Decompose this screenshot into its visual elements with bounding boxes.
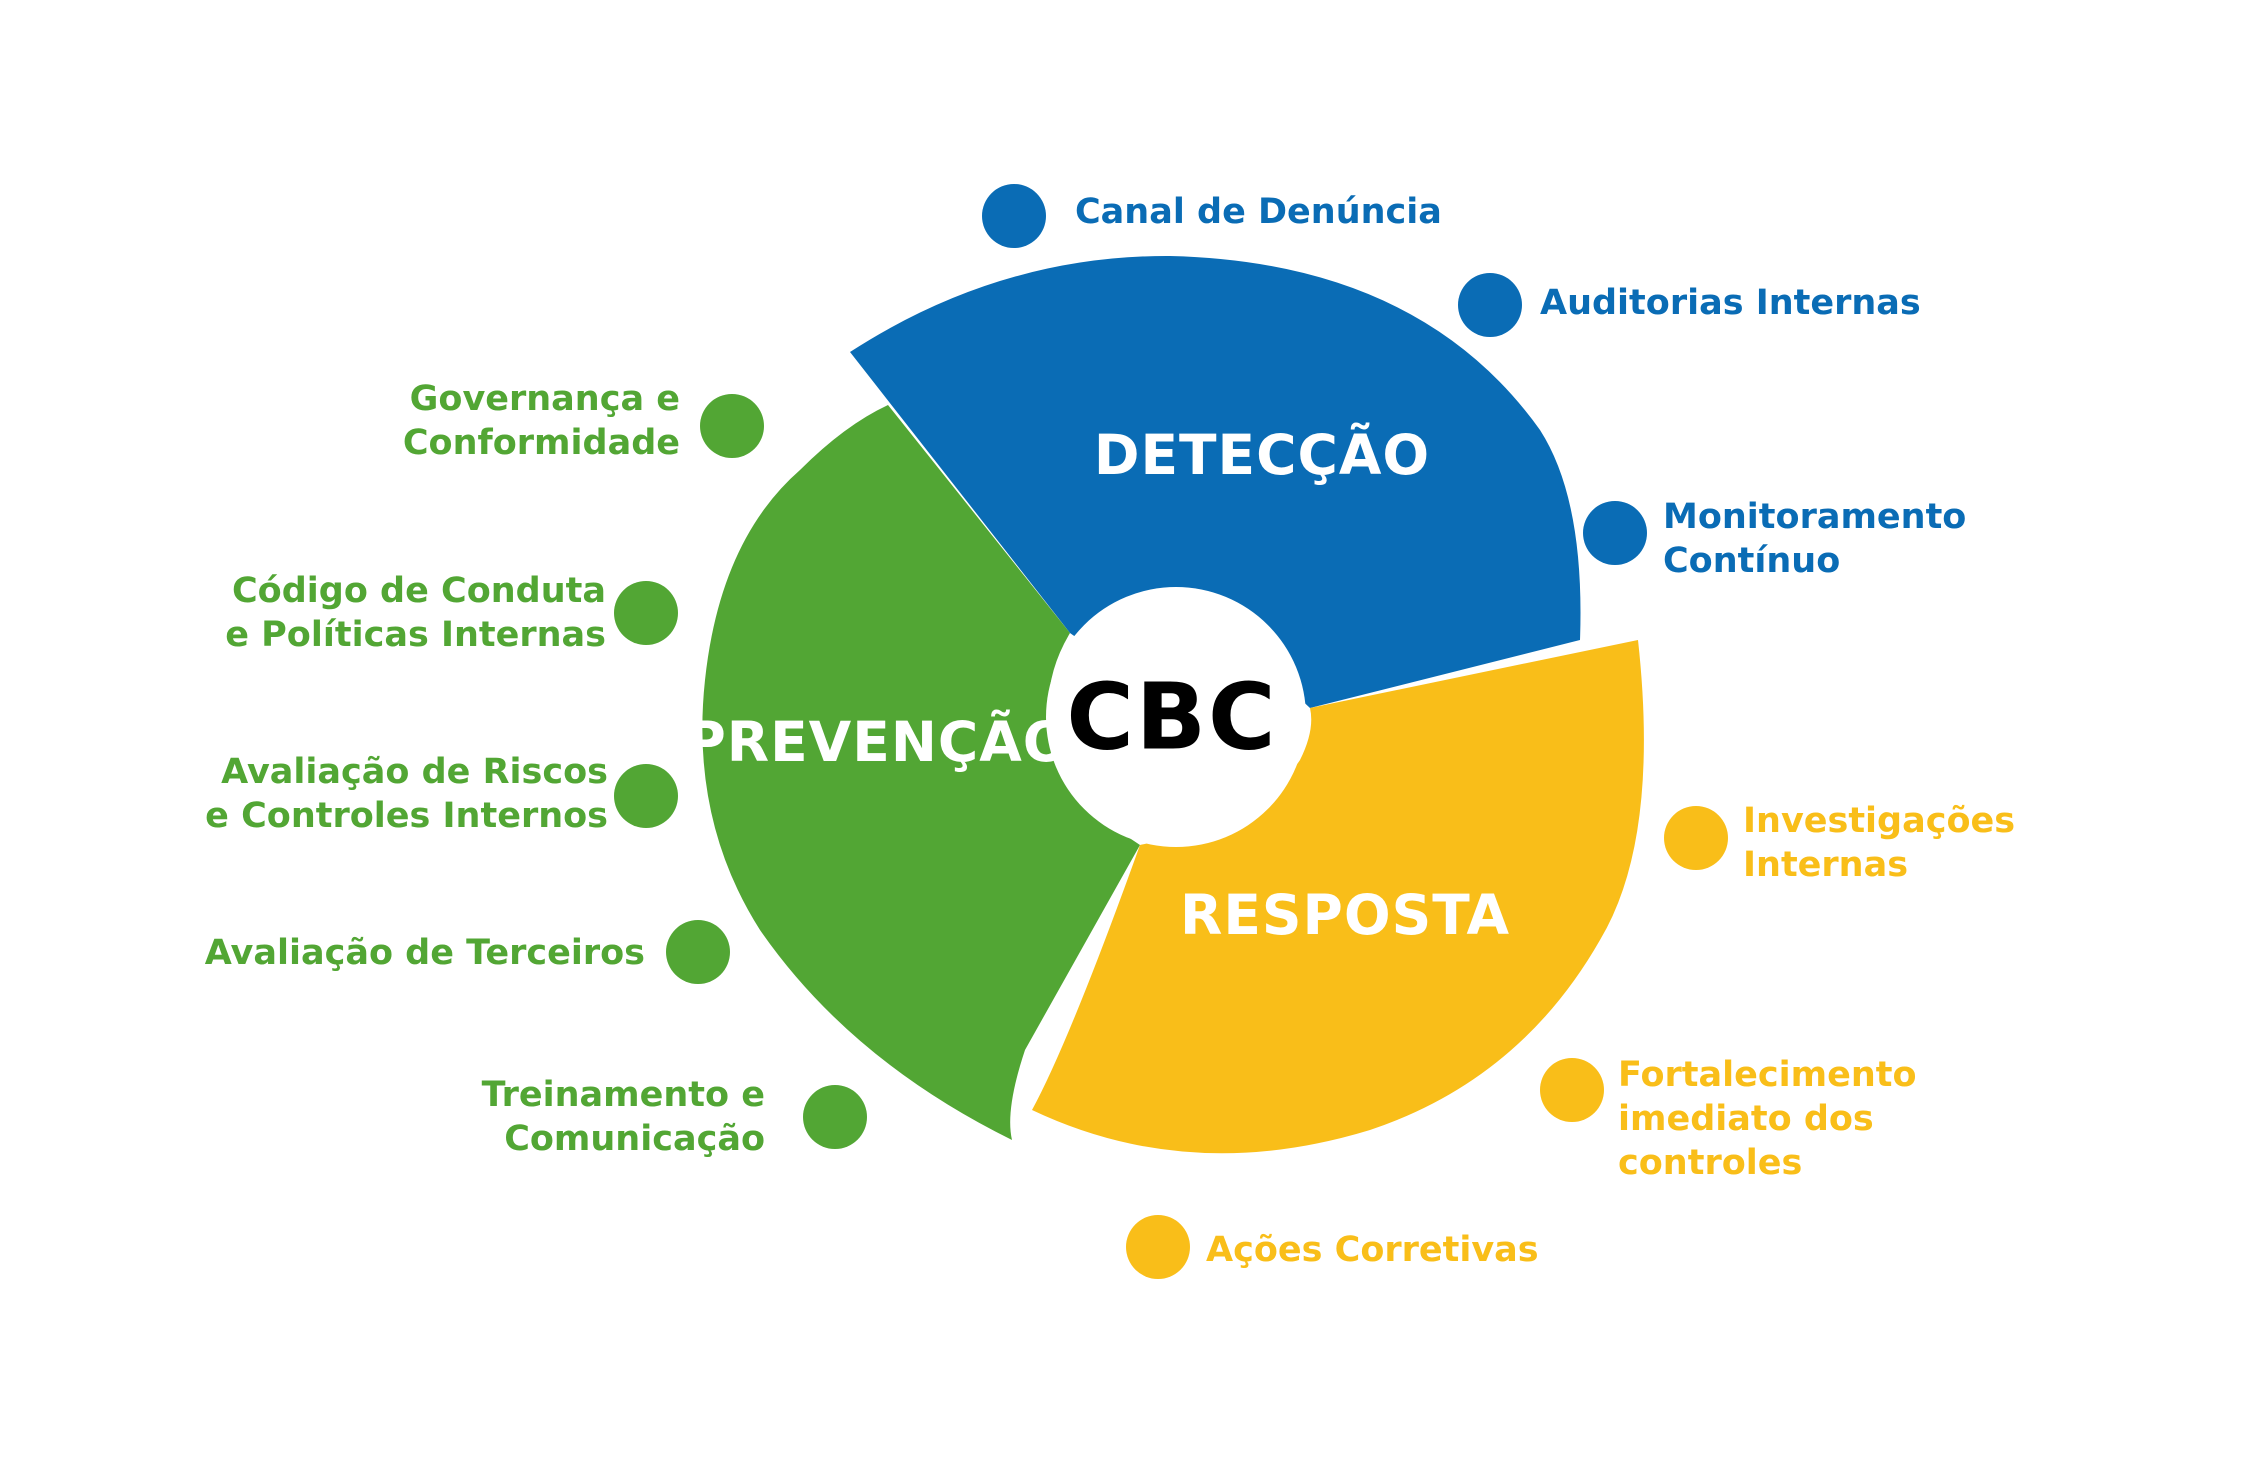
label-line: Internas (1743, 845, 1909, 885)
deteccao-item-label: Monitoramento Contínuo (1663, 495, 1966, 583)
resposta-dot (1664, 806, 1728, 870)
prevencao-item-label: Código de Conduta e Políticas Internas (225, 569, 606, 657)
label-line: Comunicação (504, 1119, 765, 1159)
label-line: Monitoramento (1663, 497, 1967, 537)
prevencao-dot (803, 1085, 867, 1149)
label-line: Avaliação de Terceiros (204, 933, 645, 973)
label-line: Avaliação de Riscos (221, 752, 608, 792)
deteccao-item-label: Canal de Denúncia (1075, 190, 1442, 234)
prevencao-item-label: Avaliação de Riscos e Controles Internos (205, 750, 608, 838)
prevencao-dot (700, 394, 764, 458)
resposta-dot (1540, 1058, 1604, 1122)
deteccao-dot (982, 184, 1046, 248)
label-line: Treinamento e (481, 1075, 765, 1115)
deteccao-item-label: Auditorias Internas (1540, 281, 1921, 325)
resposta-item-label: Investigações Internas (1743, 799, 2015, 887)
label-line: Investigações (1743, 801, 2016, 841)
resposta-item-label: Fortalecimento imediato dos controles (1618, 1053, 1917, 1185)
label-line: Governança e (409, 379, 680, 419)
label-line: imediato dos (1618, 1099, 1874, 1139)
deteccao-dot (1583, 501, 1647, 565)
label-line: e Políticas Internas (225, 615, 606, 655)
prevencao-item-label: Treinamento e Comunicação (482, 1073, 765, 1161)
label-line: e Controles Internos (205, 796, 608, 836)
prevencao-title: PREVENÇÃO (685, 710, 1071, 774)
label-line: Código de Conduta (231, 571, 606, 611)
center-title: CBC (1066, 663, 1278, 771)
prevencao-item-label: Governança e Conformidade (403, 377, 680, 465)
label-line: controles (1618, 1143, 1803, 1183)
prevencao-segment (702, 405, 1140, 1140)
label-line: Contínuo (1663, 541, 1841, 581)
deteccao-dot (1458, 273, 1522, 337)
resposta-segment (1032, 640, 1644, 1154)
label-line: Canal de Denúncia (1075, 192, 1442, 232)
prevencao-dot (614, 764, 678, 828)
prevencao-dot (614, 581, 678, 645)
label-line: Fortalecimento (1618, 1055, 1917, 1095)
resposta-title: RESPOSTA (1179, 883, 1511, 947)
label-line: Auditorias Internas (1540, 283, 1921, 323)
deteccao-segment (850, 255, 1581, 708)
deteccao-title: DETECÇÃO (1093, 423, 1431, 487)
resposta-item-label: Ações Corretivas (1206, 1228, 1539, 1272)
resposta-dot (1126, 1215, 1190, 1279)
label-line: Ações Corretivas (1206, 1230, 1539, 1270)
prevencao-dot (666, 920, 730, 984)
center-circle (1046, 587, 1306, 847)
label-line: Conformidade (402, 423, 680, 463)
prevencao-item-label: Avaliação de Terceiros (205, 931, 645, 975)
